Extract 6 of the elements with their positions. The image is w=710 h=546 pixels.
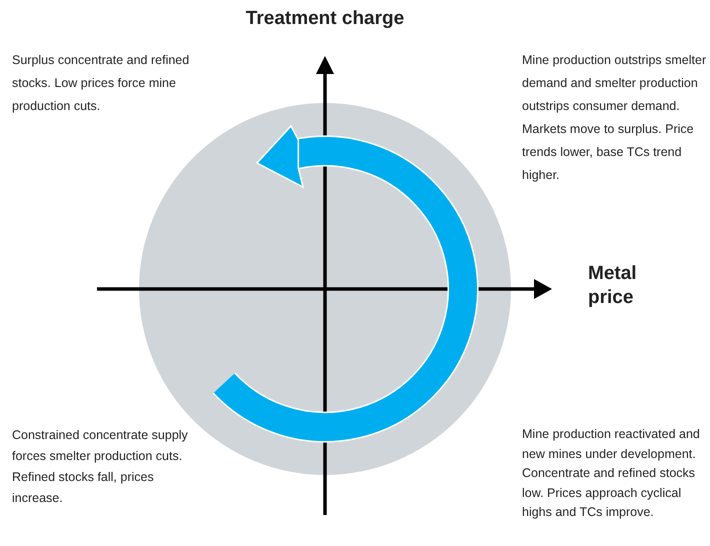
quadrant-note: Mine production reactivated and new mines under development. Concentrate and refined stocks low. Prices approach cyclical highs and TCs improve.: [522, 426, 701, 521]
quadrant-note: Mine production outstrips smelter demand and smelter production outstrips consumer demand. Markets move to surplus. Price trends lower, base TCs trend higher.: [522, 52, 708, 184]
axis-title: Treatment charge: [244, 7, 406, 31]
quadrant-note: Constrained concentrate supply forces smelter production cuts. Refined stocks fall, prices increase.: [12, 427, 189, 507]
axis-title: Metal price: [588, 262, 638, 310]
quadrant-note: Surplus concentrate and refined stocks. Low prices force mine production cuts.: [12, 52, 190, 115]
